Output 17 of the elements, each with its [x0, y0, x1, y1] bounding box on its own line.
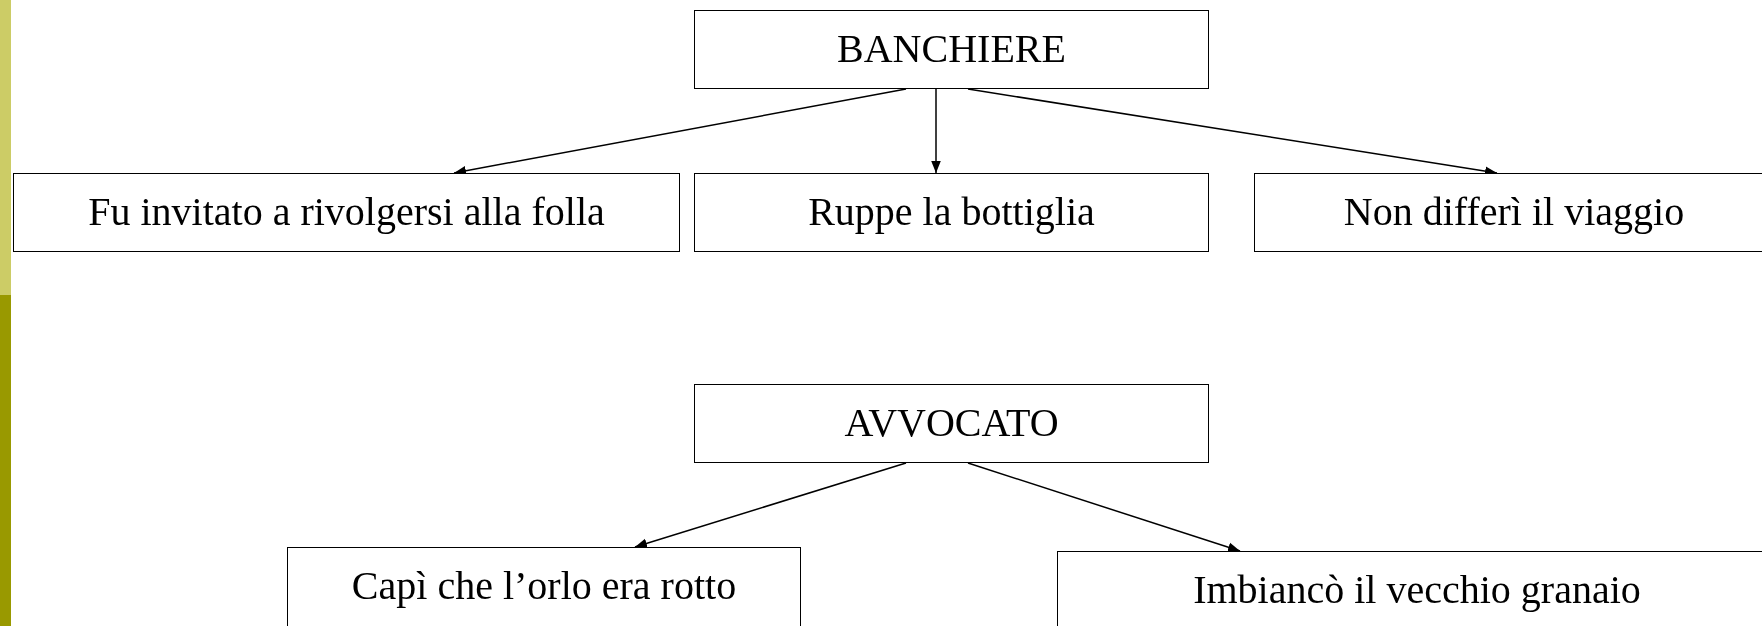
- text-box: [1254, 173, 1762, 252]
- box-label: Imbiancò il vecchio granaio: [1193, 566, 1641, 614]
- text-box: [694, 173, 1209, 252]
- arrow: [931, 88, 941, 174]
- box-label: Non differì il viaggio: [1343, 188, 1685, 236]
- box-label: Ruppe la bottiglia: [808, 188, 1095, 236]
- arrow: [967, 462, 1241, 552]
- box-label: BANCHIERE: [837, 25, 1066, 73]
- text-box: [694, 384, 1209, 463]
- text-box: [694, 10, 1209, 89]
- arrow: [634, 462, 907, 549]
- text-box: [13, 173, 680, 252]
- text-box: [1057, 551, 1762, 626]
- box-label: Capì che l’orlo era rotto: [351, 562, 737, 610]
- text-box: [287, 547, 801, 626]
- box-label: AVVOCATO: [844, 399, 1059, 447]
- box-label: Fu invitato a rivolgersi alla folla: [88, 188, 605, 236]
